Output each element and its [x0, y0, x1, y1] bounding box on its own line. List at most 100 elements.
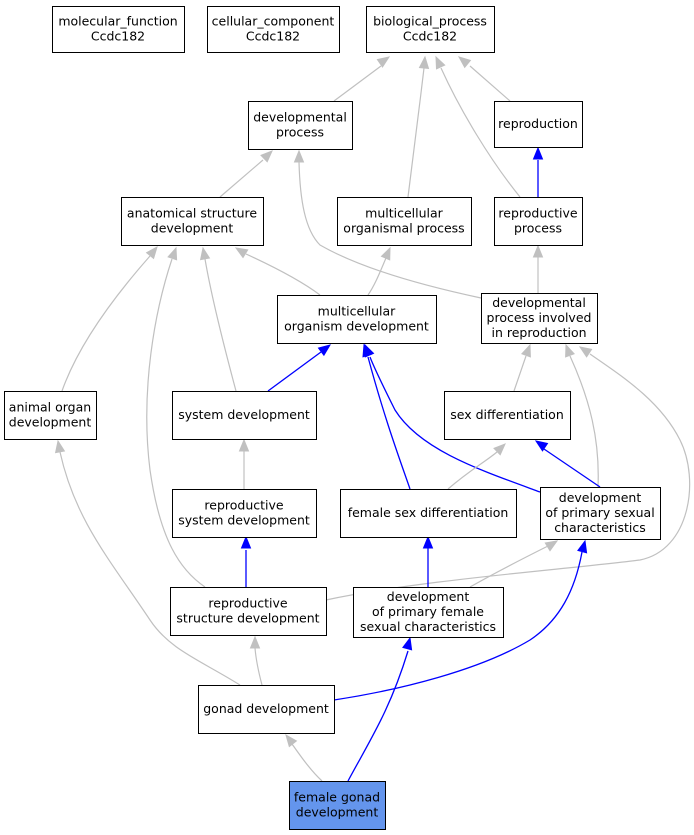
edge-dpir-to-devproc	[293, 149, 482, 299]
go-term-node-fsd[interactable]: female sex differentiation	[340, 489, 517, 538]
edge-line	[245, 253, 321, 296]
node-label-line: multicellular	[365, 206, 444, 221]
edge-dpfsc-to-fsd	[422, 535, 434, 587]
node-label-line: in reproduction	[491, 325, 586, 340]
edge-rstrdev-to-rsysdev	[240, 535, 252, 587]
node-label-line: system development	[178, 407, 310, 422]
go-term-node-gonad[interactable]: gonad development	[198, 685, 335, 734]
edge-line	[369, 356, 541, 493]
edge-line	[447, 451, 498, 490]
arrowhead-icon	[422, 535, 434, 549]
node-label-line: development	[151, 221, 234, 236]
arrowhead-icon	[544, 540, 559, 552]
node-box	[52, 6, 185, 53]
edge-line	[469, 65, 511, 102]
node-label-line: reproduction	[498, 116, 578, 131]
arrowhead-icon	[457, 56, 472, 69]
arrowhead-icon	[534, 440, 549, 452]
node-label-line: sex differentiation	[450, 407, 564, 422]
node-label-line: Ccdc182	[403, 29, 457, 44]
edge-sexdiff-to-dpir	[513, 343, 531, 392]
node-label-line: system development	[178, 513, 310, 528]
edge-line	[59, 451, 241, 686]
edge-line	[440, 67, 521, 198]
node-label-line: structure development	[176, 611, 319, 626]
node-label-line: development	[9, 415, 92, 430]
arrowhead-icon	[167, 246, 178, 261]
edge-dpsc-to-mod	[364, 343, 541, 493]
arrowhead-icon	[145, 245, 158, 260]
node-box	[248, 101, 353, 150]
arrowhead-icon	[577, 539, 588, 554]
go-term-node-sexdiff[interactable]: sex differentiation	[444, 391, 571, 440]
arrowhead-icon	[260, 150, 273, 163]
edge-gonad-to-aod	[54, 439, 241, 686]
arrowhead-icon	[380, 246, 391, 261]
edge-mod-to-asd	[234, 247, 321, 296]
node-label-line: biological_process	[373, 14, 487, 29]
arrowhead-icon	[317, 344, 332, 357]
node-label-line: development	[559, 490, 642, 505]
node-box	[4, 391, 97, 440]
node-box	[540, 487, 661, 540]
node-box	[494, 101, 583, 148]
node-label-line: reproductive	[204, 498, 284, 513]
node-box	[366, 6, 495, 53]
node-label-line: sexual characteristics	[360, 619, 496, 634]
go-term-node-sysdev[interactable]: system development	[172, 391, 317, 440]
arrowhead-icon	[418, 55, 430, 69]
arrowhead-icon	[578, 346, 593, 358]
edge-aod-to-asd	[61, 245, 158, 392]
node-box	[121, 197, 264, 246]
edge-rp-to-repro	[532, 146, 544, 197]
node-label-line: reproductive	[208, 596, 288, 611]
node-box	[340, 489, 517, 538]
node-label-line: organismal process	[343, 221, 464, 236]
node-box	[198, 685, 335, 734]
edge-sysdev-to-mod	[267, 344, 332, 392]
arrowhead-icon	[532, 244, 544, 258]
edge-rp-to-bp	[435, 55, 521, 198]
node-label-line: of primary sexual	[545, 505, 654, 520]
edge-line	[367, 257, 387, 296]
node-box	[172, 489, 317, 538]
edge-line	[146, 258, 206, 588]
edge-fsd-to-sexdiff	[447, 443, 506, 490]
node-label-line: of primary female	[372, 604, 484, 619]
node-label-line: female gonad	[294, 790, 380, 805]
edge-line	[513, 355, 527, 392]
edge-line	[254, 647, 263, 686]
edge-sysdev-to-asd	[199, 246, 237, 392]
node-box	[353, 587, 504, 638]
go-term-node-repro[interactable]: reproduction	[494, 101, 583, 148]
edge-dpir-to-rp	[532, 244, 544, 293]
edge-asd-to-devproc	[219, 150, 273, 198]
node-label-line: cellular_component	[212, 14, 335, 29]
arrowhead-icon	[565, 343, 575, 358]
arrowhead-icon	[376, 56, 391, 68]
arrowhead-icon	[402, 636, 413, 651]
edge-line	[61, 255, 151, 392]
node-label-line: Ccdc182	[91, 29, 145, 44]
edge-mop-to-bp	[407, 55, 430, 198]
edge-fgd-to-dpfsc	[347, 636, 413, 782]
node-box	[494, 197, 583, 246]
node-box	[207, 6, 340, 53]
edge-rstrdev-to-asd	[146, 246, 206, 588]
